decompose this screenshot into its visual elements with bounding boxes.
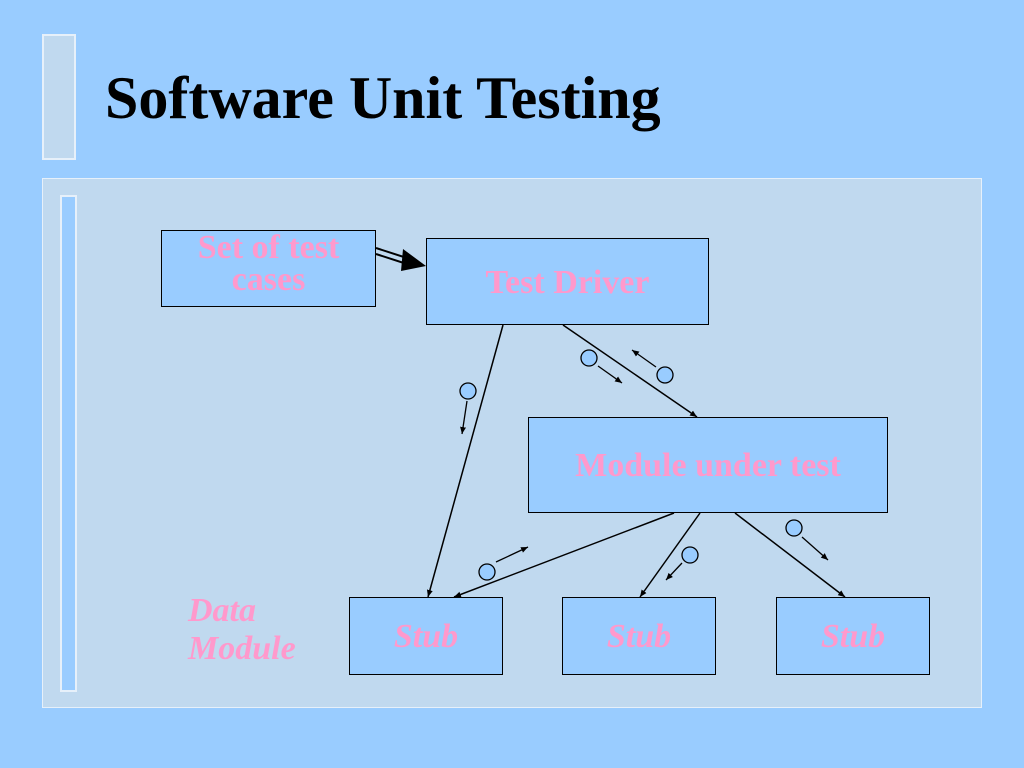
- stub-box-1: Stub: [349, 597, 503, 675]
- slide-title: Software Unit Testing: [105, 65, 661, 131]
- content-accent-bar: [60, 195, 77, 692]
- stub-label-2: Stub: [606, 618, 672, 655]
- data-module-line2: Module: [188, 630, 296, 667]
- module-under-test-box: Module under test: [528, 417, 888, 513]
- test-cases-label-line2: cases: [231, 261, 306, 298]
- test-driver-label: Test Driver: [485, 264, 650, 301]
- data-module-label: Data Module: [188, 592, 296, 668]
- test-driver-box: Test Driver: [426, 238, 709, 325]
- test-cases-label-line1: Set of test: [197, 229, 340, 266]
- title-accent-bar: [42, 34, 76, 160]
- data-module-line1: Data: [188, 592, 256, 629]
- stub-label-1: Stub: [393, 618, 459, 655]
- test-cases-box: Set of test cases: [161, 229, 376, 307]
- stub-box-2: Stub: [562, 597, 716, 675]
- module-under-test-label: Module under test: [575, 447, 841, 484]
- stub-label-3: Stub: [820, 618, 886, 655]
- stub-box-3: Stub: [776, 597, 930, 675]
